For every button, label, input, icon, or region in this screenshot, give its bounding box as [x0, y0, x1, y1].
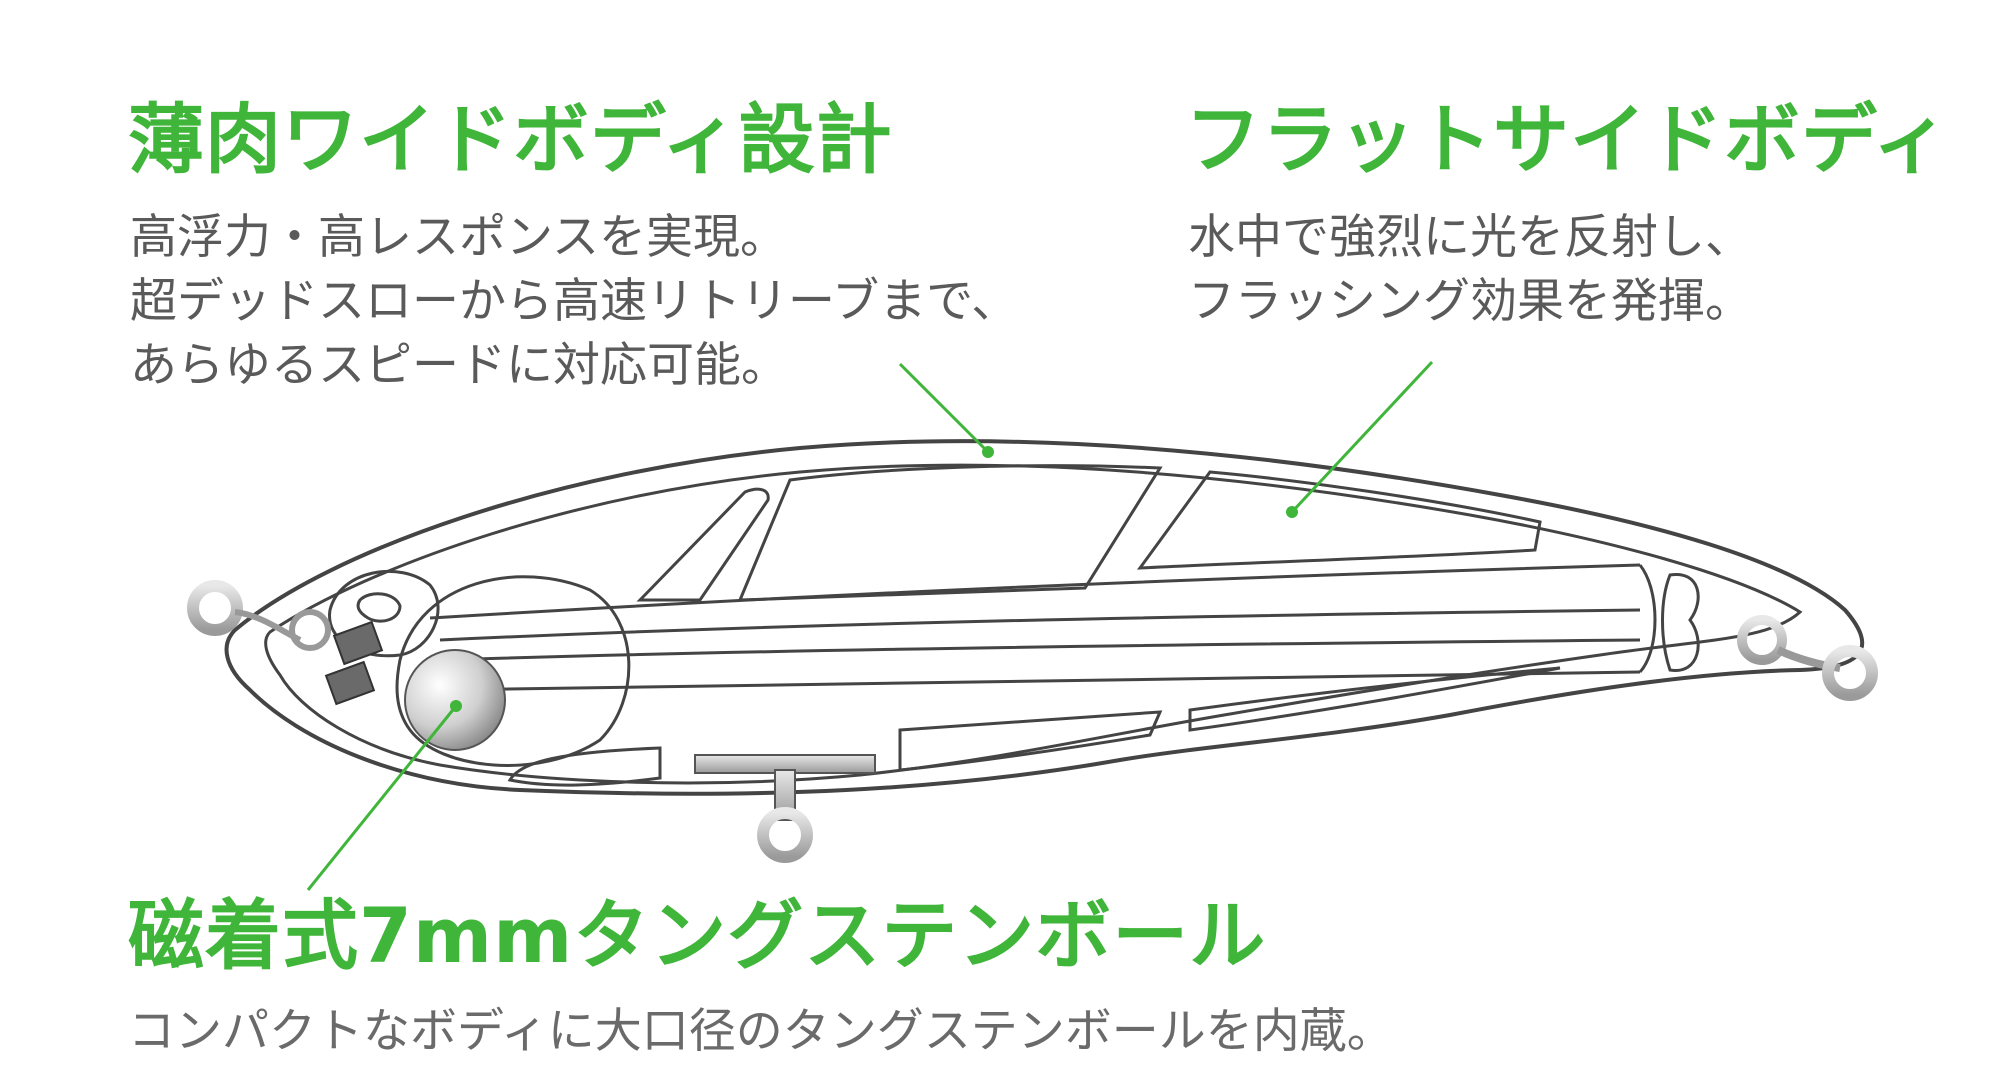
- tail-rib: [1661, 573, 1700, 672]
- callout-line-flat-side: [1290, 360, 1434, 514]
- tungsten-ball-description: コンパクトなボディに大口径のタングステンボールを内蔵。: [128, 1000, 1394, 1064]
- wide-body-line-1: 高浮力・高レスポンスを実現。: [130, 210, 788, 265]
- chamber-3: [1136, 470, 1542, 570]
- chamber-1: [636, 487, 770, 602]
- tungsten-ball-line-1: コンパクトなボディに大口径のタングステンボールを内蔵。: [128, 1004, 1394, 1059]
- rail-upper: [429, 563, 1641, 620]
- callout-dot-flat-side: [1286, 506, 1298, 518]
- belly-hanger: [694, 754, 876, 863]
- wide-body-line-2: 超デッドスローから高速リトリーブまで、: [130, 274, 1019, 329]
- flat-side-line-2: フラッシング効果を発揮。: [1188, 274, 1752, 329]
- lower-chamber-3: [1188, 666, 1561, 732]
- flat-side-title: フラットサイドボディ: [1185, 95, 1950, 184]
- chamber-2: [737, 464, 1163, 602]
- callout-dot-wide-body: [982, 446, 994, 458]
- rail-mid-1: [439, 608, 1641, 642]
- flat-side-line-1: 水中で強烈に光を反射し、: [1188, 210, 1752, 265]
- magnet-block: [324, 620, 384, 706]
- callout-line-wide-body: [898, 362, 990, 454]
- rail-tail-end: [1638, 564, 1657, 674]
- wide-body-line-3: あらゆるスピードに対応可能。: [130, 338, 788, 393]
- tungsten-ball-title: 磁着式7mmタングステンボール: [128, 891, 1267, 980]
- wide-body-description: 高浮力・高レスポンスを実現。 超デッドスローから高速リトリーブまで、 あらゆるス…: [130, 206, 1018, 398]
- weight-chamber: [395, 575, 631, 767]
- head-eye: [356, 592, 402, 623]
- rail-mid-2: [439, 638, 1641, 662]
- callout-dot-tungsten: [450, 700, 462, 712]
- nose-ring: [187, 580, 331, 651]
- callout-line-tungsten: [306, 705, 458, 891]
- lure-body-outline: [224, 439, 1865, 796]
- flat-side-description: 水中で強烈に光を反射し、 フラッシング効果を発揮。: [1188, 206, 1752, 334]
- wide-body-title: 薄肉ワイドボディ設計: [128, 95, 893, 184]
- lower-chamber-2: [898, 710, 1163, 772]
- tungsten-ball: [404, 649, 506, 751]
- tail-hanger: [1737, 615, 1878, 701]
- lure-inner-outline: [264, 463, 1803, 785]
